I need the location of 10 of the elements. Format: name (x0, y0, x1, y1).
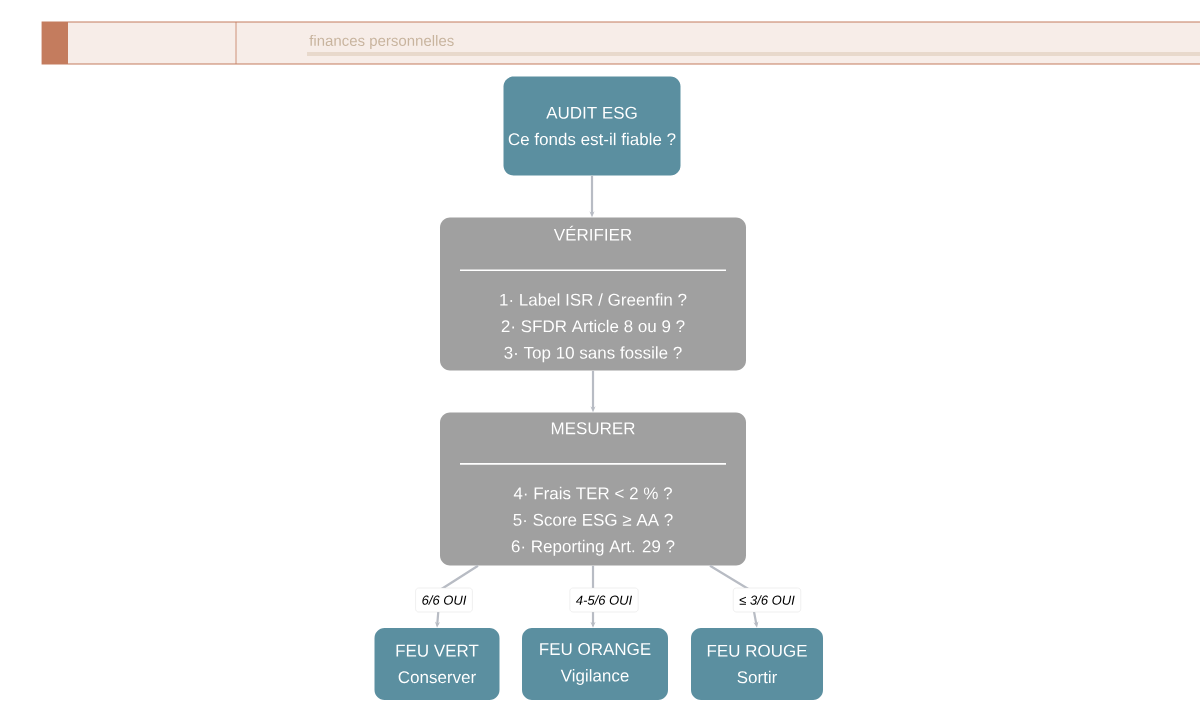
edge-label: ≤ 3/6 OUI (733, 587, 801, 613)
checklist-box: VÉRIFIER 1· Label ISR / Greenfin ? 2· SFDR Article 8 ou 9 ? 3· Top 10 sans fossile ? (440, 217, 746, 371)
result-box: FEU ORANGE Vigilance (522, 628, 668, 700)
checklist-box: MESURER 4· Frais TER < 2 % ? 5· Score ESG ≥ AA ? 6· Reporting Art. 29 ? (440, 412, 746, 566)
result-box: FEU VERT Conserver (374, 628, 500, 700)
tagline: finances personnelles (309, 35, 454, 49)
edge-label: 6/6 OUI (415, 587, 473, 613)
question-box: AUDIT ESG Ce fonds est-il fiable ? (503, 76, 681, 176)
edge-label: 4-5/6 OUI (569, 587, 639, 613)
result-box: FEU ROUGE Sortir (691, 628, 823, 700)
